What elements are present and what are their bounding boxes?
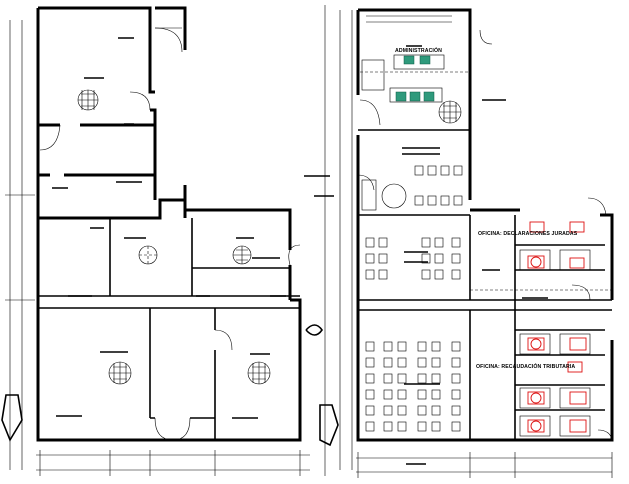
label-oficina-declaraciones: OFICINA: DECLARACIONES JURADAS xyxy=(478,231,578,237)
skylight-icon xyxy=(232,245,252,265)
hall-chairs xyxy=(365,237,461,280)
admin-desk-area xyxy=(361,15,452,103)
office-desks-lower xyxy=(519,333,591,437)
skylight-icon xyxy=(138,245,158,265)
waiting-chairs xyxy=(361,165,463,211)
label-administracion: ADMINISTRACIÓN xyxy=(395,46,442,54)
office-desks-upper xyxy=(519,221,591,271)
skylight-icon xyxy=(438,100,462,124)
label-oficina-recaudacion: OFICINA: RECAUDACIÓN TRIBUTARIA xyxy=(476,362,575,370)
lower-hall-chairs xyxy=(365,341,461,432)
left-building xyxy=(1,6,339,476)
right-building xyxy=(304,5,614,478)
skylight-icon xyxy=(77,89,99,111)
skylight-icon xyxy=(247,361,271,385)
skylight-icon xyxy=(108,361,132,385)
